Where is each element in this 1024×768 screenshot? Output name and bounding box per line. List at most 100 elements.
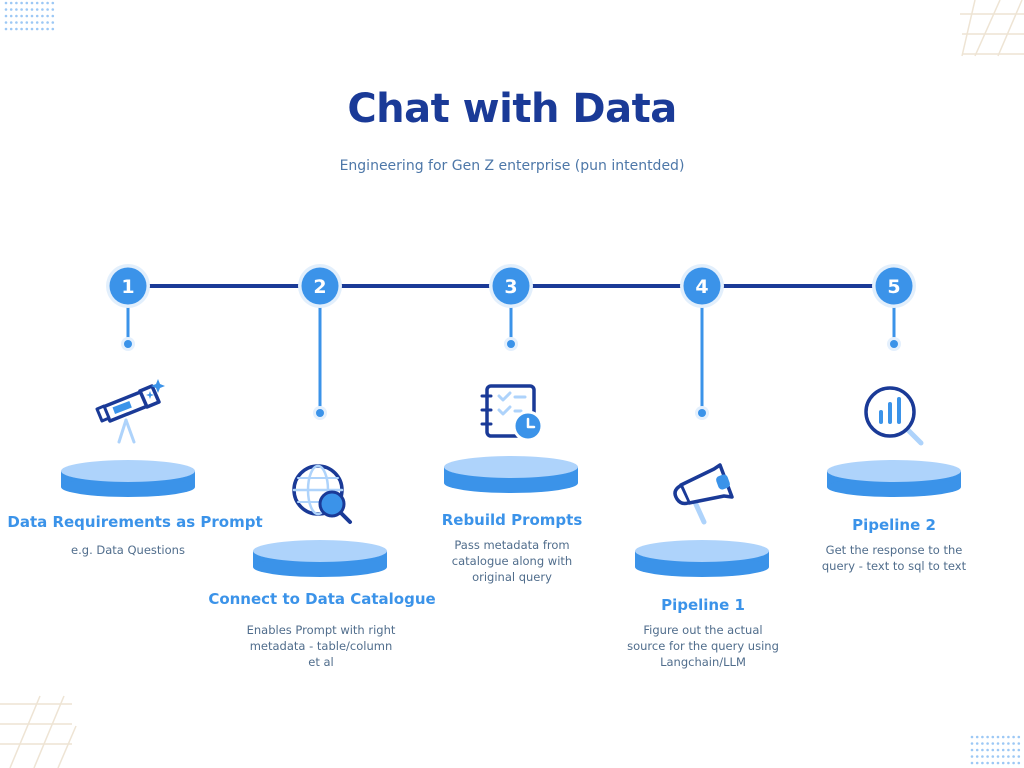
podium-top bbox=[635, 540, 769, 562]
grid-dot bbox=[1001, 748, 1005, 752]
page-subtitle: Engineering for Gen Z enterprise (pun in… bbox=[339, 158, 685, 174]
grid-dot bbox=[1017, 748, 1021, 752]
grid-dot bbox=[4, 21, 8, 24]
grid-dot bbox=[970, 748, 974, 752]
podium-top bbox=[827, 460, 961, 482]
step-desc-line: Pass metadata from bbox=[454, 538, 570, 552]
grid-dot bbox=[15, 21, 18, 24]
grid-dot bbox=[20, 21, 23, 24]
grid-dot bbox=[996, 755, 1000, 758]
grid-dot bbox=[991, 735, 995, 739]
grid-dot bbox=[1007, 755, 1010, 758]
step-badge bbox=[301, 267, 339, 305]
grid-dot bbox=[20, 8, 23, 11]
grid-dot bbox=[1012, 761, 1015, 765]
grid-dot bbox=[991, 748, 995, 752]
podium-base bbox=[61, 477, 195, 497]
step-5: 5 bbox=[827, 264, 961, 497]
podium-top bbox=[444, 456, 578, 478]
grid-dot bbox=[1012, 742, 1015, 745]
grid-dot bbox=[41, 27, 44, 31]
grid-dot bbox=[35, 21, 39, 24]
grid-dot bbox=[981, 748, 984, 752]
grid-dot bbox=[975, 761, 979, 765]
grid-dot bbox=[1017, 742, 1021, 745]
grid-dot bbox=[996, 742, 1000, 745]
grid-dot bbox=[46, 1, 49, 5]
megaphone-icon bbox=[673, 463, 734, 525]
grid-dot bbox=[1001, 742, 1005, 745]
grid-dot bbox=[970, 755, 974, 758]
grid-dot bbox=[981, 755, 984, 758]
connector-dot bbox=[507, 340, 515, 348]
connector-dot bbox=[124, 340, 132, 348]
grid-dot bbox=[975, 755, 979, 758]
grid-dot bbox=[4, 27, 8, 31]
grid-dot bbox=[30, 8, 34, 11]
grid-dot bbox=[35, 27, 39, 31]
step-desc-line: source for the query using bbox=[627, 639, 779, 653]
grid-dot bbox=[986, 742, 989, 745]
grid-dot bbox=[9, 27, 13, 31]
dot-grid-top-left bbox=[4, 1, 55, 31]
grid-dot bbox=[25, 14, 29, 18]
grid-dot bbox=[1017, 735, 1021, 739]
grid-dot bbox=[981, 735, 984, 739]
step-desc-line: catalogue along with bbox=[451, 554, 573, 568]
grid-dot bbox=[1012, 748, 1015, 752]
step-2: 2 bbox=[253, 264, 387, 577]
step-badge bbox=[683, 267, 721, 305]
step-desc-line: e.g. Data Questions bbox=[71, 543, 185, 557]
grid-dot bbox=[986, 735, 989, 739]
step-desc-1: e.g. Data Questions bbox=[43, 542, 213, 558]
step-desc-4: Figure out the actual source for the que… bbox=[618, 622, 788, 670]
grid-dot bbox=[46, 27, 49, 31]
grid-dot bbox=[30, 27, 34, 31]
grid-dot bbox=[51, 21, 55, 24]
checklist-clock-icon bbox=[480, 384, 544, 442]
grid-dot bbox=[15, 1, 18, 5]
grid-dot bbox=[970, 761, 974, 765]
podium-top bbox=[253, 540, 387, 562]
grid-dot bbox=[986, 755, 989, 758]
podium-base bbox=[444, 473, 578, 493]
grid-dot bbox=[1007, 761, 1010, 765]
telescope-icon bbox=[95, 379, 165, 444]
connector-dot bbox=[316, 409, 324, 417]
dot-grid-bottom-right bbox=[970, 735, 1021, 765]
grid-dot bbox=[1001, 735, 1005, 739]
grid-dot bbox=[1017, 761, 1021, 765]
step-number: 2 bbox=[313, 276, 326, 298]
grid-dot bbox=[1001, 755, 1005, 758]
podium-base bbox=[635, 557, 769, 577]
step-desc-5: Get the response to the query - text to … bbox=[809, 542, 979, 574]
grid-dot bbox=[996, 748, 1000, 752]
grid-dot bbox=[1007, 735, 1010, 739]
grid-dot bbox=[15, 27, 18, 31]
grid-dot bbox=[975, 735, 979, 739]
page-title: Chat with Data bbox=[347, 86, 677, 132]
podium-base bbox=[253, 557, 387, 577]
grid-dot bbox=[1007, 748, 1010, 752]
grid-dot bbox=[981, 761, 984, 765]
grid-dot bbox=[46, 21, 49, 24]
step-1: 1 bbox=[61, 264, 195, 497]
step-title-2: Connect to Data Catalogue bbox=[208, 590, 436, 608]
step-number: 5 bbox=[887, 276, 900, 298]
grid-dot bbox=[975, 748, 979, 752]
grid-dot bbox=[25, 1, 29, 5]
connector-dot bbox=[698, 409, 706, 417]
step-title-5: Pipeline 2 bbox=[852, 516, 936, 534]
step-3: 3 bbox=[444, 264, 578, 493]
grid-dot bbox=[991, 755, 995, 758]
line-grid-bottom-left bbox=[0, 695, 77, 768]
grid-dot bbox=[35, 1, 39, 5]
grid-dot bbox=[9, 1, 13, 5]
step-badge bbox=[875, 267, 913, 305]
grid-dot bbox=[20, 14, 23, 18]
step-desc-line: metadata - table/column bbox=[249, 639, 393, 653]
step-desc-3: Pass metadata from catalogue along with … bbox=[427, 537, 597, 585]
grid-dot bbox=[4, 8, 8, 11]
grid-dot bbox=[996, 735, 1000, 739]
grid-dot bbox=[30, 21, 34, 24]
